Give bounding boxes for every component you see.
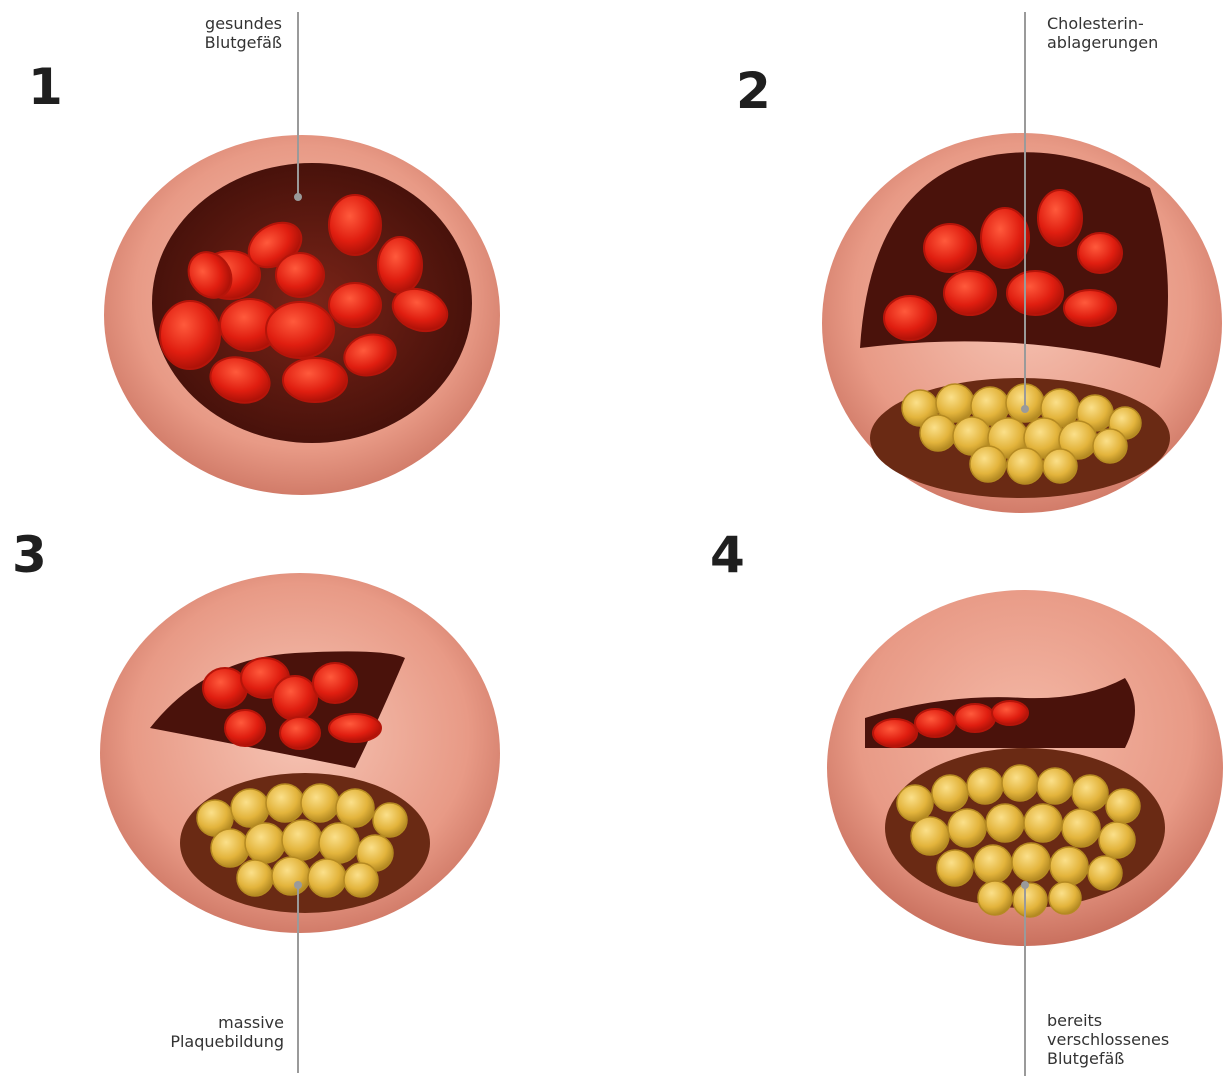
label-cholesterol-deposits: Cholesterin- ablagerungen <box>1047 14 1158 52</box>
leader-line-healthy <box>297 12 299 196</box>
leader-dot-occluded <box>1021 881 1029 889</box>
leader-line-massive-plaque <box>297 885 299 1073</box>
label-line: Blutgefäß <box>205 33 282 52</box>
label-line: bereits <box>1047 1011 1169 1030</box>
stage-number-1: 1 <box>28 62 63 112</box>
stage-number-2: 2 <box>736 66 771 116</box>
leader-dot-cholesterol <box>1021 405 1029 413</box>
label-line: Plaquebildung <box>170 1032 284 1051</box>
label-line: verschlossenes <box>1047 1030 1169 1049</box>
leader-line-cholesterol <box>1024 12 1026 408</box>
label-occluded-vessel: bereits verschlossenes Blutgefäß <box>1047 1011 1169 1068</box>
leader-dot-massive-plaque <box>294 881 302 889</box>
label-line: gesundes <box>205 14 282 33</box>
vessel-illustration-healthy <box>100 125 505 505</box>
label-massive-plaque: massive Plaquebildung <box>170 1013 284 1051</box>
stage-number-4: 4 <box>710 530 745 580</box>
label-line: Cholesterin- <box>1047 14 1158 33</box>
leader-line-occluded <box>1024 886 1026 1076</box>
vessel-illustration-massive-plaque <box>95 568 505 948</box>
label-line: ablagerungen <box>1047 33 1158 52</box>
stage-number-3: 3 <box>12 530 47 580</box>
leader-dot-healthy <box>294 193 302 201</box>
label-line: massive <box>170 1013 284 1032</box>
vessel-illustration-cholesterol <box>820 128 1225 518</box>
label-healthy-vessel: gesundes Blutgefäß <box>205 14 282 52</box>
label-line: Blutgefäß <box>1047 1049 1169 1068</box>
